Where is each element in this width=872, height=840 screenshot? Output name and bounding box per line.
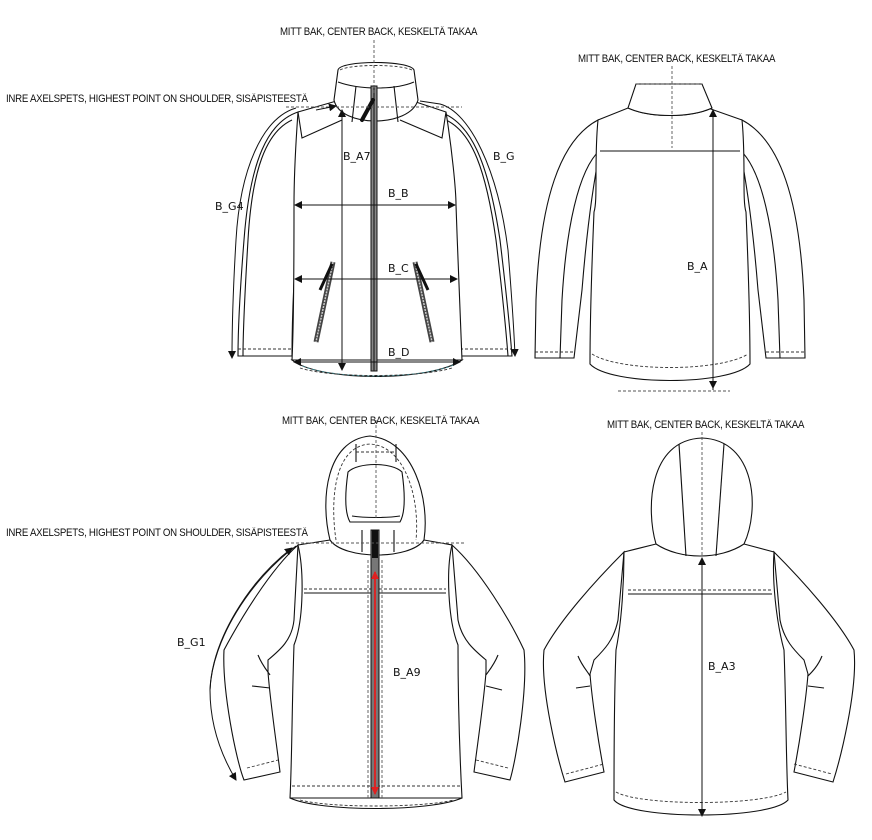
measure-code-b-a7: B_A7 <box>343 150 371 163</box>
measure-code-b-b: B_B <box>388 187 409 200</box>
measure-code-b-g: B_G <box>493 150 515 163</box>
measure-code-b-c: B_C <box>388 262 409 275</box>
jacket-back-view <box>534 66 806 392</box>
hoodie-front-view <box>209 420 526 810</box>
measure-code-b-g4: B_G4 <box>215 200 244 213</box>
measure-code-b-d: B_D <box>388 346 410 359</box>
highest-point-shoulder-label: INRE AXELSPETS, HIGHEST POINT ON SHOULDE… <box>6 93 308 105</box>
measure-code-b-a3: B_A3 <box>708 660 736 673</box>
measure-code-b-a9: B_A9 <box>393 666 421 679</box>
hoodie-back-view <box>542 432 856 817</box>
center-back-label: MITT BAK, CENTER BACK, KESKELTÄ TAKAA <box>282 415 480 427</box>
center-back-label: MITT BAK, CENTER BACK, KESKELTÄ TAKAA <box>607 419 805 431</box>
center-back-label: MITT BAK, CENTER BACK, KESKELTÄ TAKAA <box>578 53 776 65</box>
highest-point-shoulder-label: INRE AXELSPETS, HIGHEST POINT ON SHOULDE… <box>6 527 308 539</box>
center-back-label: MITT BAK, CENTER BACK, KESKELTÄ TAKAA <box>280 26 478 38</box>
jacket-front-view <box>228 40 519 378</box>
measure-code-b-a: B_A <box>687 260 708 273</box>
measure-code-b-g1: B_G1 <box>177 636 206 649</box>
